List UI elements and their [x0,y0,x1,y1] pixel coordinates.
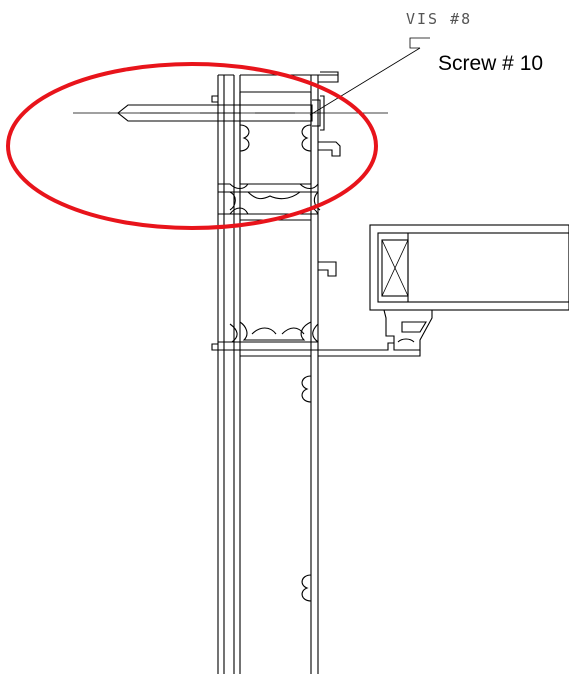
frame-profile [211,71,341,674]
sash-section [318,224,569,357]
leader [309,37,430,116]
highlight-ellipse [6,62,378,230]
vis-label: VIS #8 [406,10,472,28]
screw [117,95,325,131]
screw-label: Screw # 10 [438,52,543,75]
